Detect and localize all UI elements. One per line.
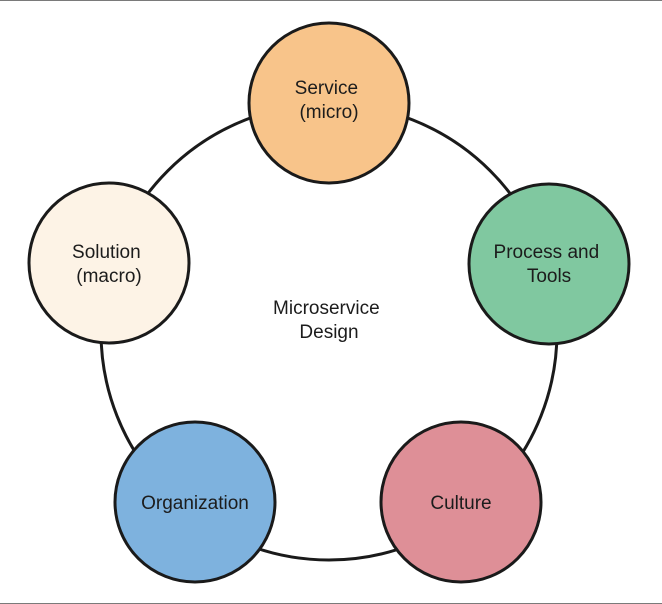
- node-organization-line-1: Organization: [141, 493, 249, 514]
- node-culture: Culture: [379, 420, 543, 584]
- node-process-line-1: Process and: [494, 242, 600, 263]
- center-label-line-2: Design: [299, 322, 358, 343]
- node-service-line-2: (micro): [299, 102, 358, 123]
- center-label: Microservice Design: [273, 298, 385, 343]
- node-process-and-tools: Process and Tools: [467, 182, 631, 346]
- node-process-circle: [467, 182, 631, 346]
- node-culture-circle: [379, 420, 543, 584]
- node-solution-label: Solution (macro): [72, 242, 146, 287]
- node-service: Service (micro): [247, 21, 411, 185]
- node-process-line-2: Tools: [527, 266, 571, 287]
- node-organization-label: Organization: [141, 493, 249, 514]
- node-solution-line-1: Solution: [72, 242, 141, 263]
- node-service-line-1: Service: [295, 78, 358, 99]
- center-label-line-1: Microservice: [273, 298, 380, 319]
- node-solution: Solution (macro): [27, 181, 191, 345]
- node-solution-line-2: (macro): [76, 266, 141, 287]
- node-culture-label: Culture: [430, 493, 491, 514]
- node-organization-circle: [113, 420, 277, 584]
- node-service-label: Service (micro): [295, 78, 364, 123]
- node-organization: Organization: [113, 420, 277, 584]
- node-process-label: Process and Tools: [494, 242, 605, 287]
- node-service-circle: [247, 21, 411, 185]
- node-solution-circle: [27, 181, 191, 345]
- node-culture-line-1: Culture: [430, 493, 491, 514]
